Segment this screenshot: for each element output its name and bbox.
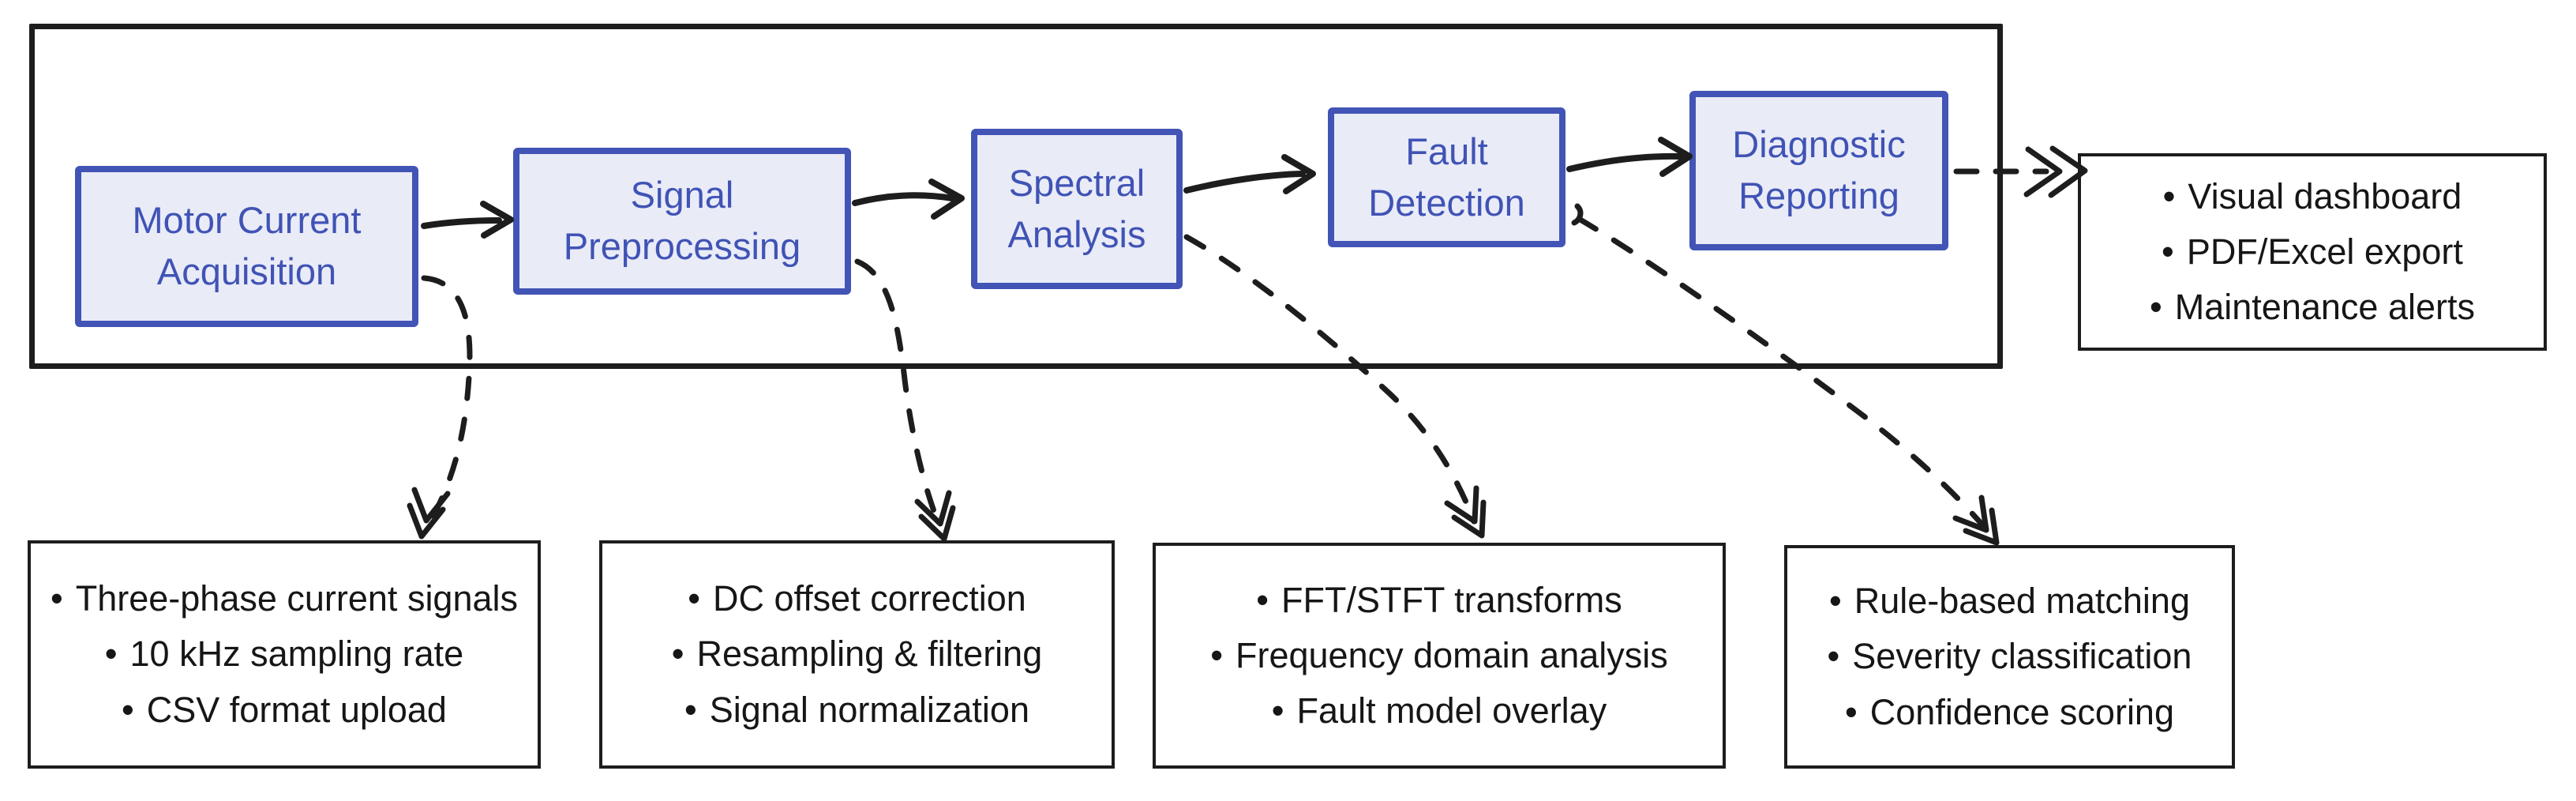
node-label-line: Reporting	[1738, 175, 1899, 216]
arrowhead-icon	[918, 505, 956, 542]
bullet-icon: •	[684, 689, 697, 730]
list-item-text: Resampling & filtering	[696, 634, 1043, 675]
bullet-icon: •	[671, 634, 684, 675]
node-label-line: Detection	[1368, 181, 1525, 224]
bullet-list: • Three-phase current signals • 10 kHz sam…	[51, 571, 518, 738]
list-item-text: Frequency domain analysis	[1235, 634, 1668, 675]
list-item: • Signal normalization	[672, 683, 1042, 738]
bullet-icon: •	[688, 578, 700, 619]
node-label-line: Diagnostic	[1732, 123, 1906, 166]
bullet-icon: •	[2162, 231, 2174, 272]
bullet-icon: •	[2150, 287, 2162, 328]
list-item-text: Maintenance alerts	[2174, 287, 2475, 328]
panel-preprocessing-details: • DC offset correction • Resampling & filt…	[599, 540, 1115, 769]
arrowhead-icon	[407, 502, 446, 540]
arrowhead-icon	[2023, 146, 2063, 197]
node-label-line: Spectral	[1008, 161, 1146, 204]
panel-acquisition-details: • Three-phase current signals • 10 kHz sam…	[28, 540, 541, 769]
bullet-icon: •	[104, 634, 118, 675]
list-item-text: FFT/STFT transforms	[1281, 579, 1622, 620]
list-item-text: Signal normalization	[709, 689, 1029, 730]
arrowhead-icon	[1444, 485, 1479, 525]
bullet-icon: •	[1827, 636, 1840, 677]
bullet-icon: •	[1256, 579, 1269, 620]
list-item-text: CSV format upload	[146, 689, 447, 730]
list-item-text: Rule-based matching	[1854, 581, 2190, 622]
list-item-text: PDF/Excel export	[2186, 231, 2463, 272]
list-item: • Three-phase current signals	[51, 571, 518, 626]
bullet-list: •Visual dashboard •PDF/Excel export •Mai…	[2150, 169, 2475, 336]
panel-fault-detection-details: •Rule-based matching •Severity classific…	[1784, 545, 2235, 769]
node-fault-detection: Fault Detection	[1328, 107, 1565, 247]
list-item: • Visual dashboard	[2150, 169, 2475, 224]
node-diagnostic-reporting: Diagnostic Reporting	[1689, 91, 1948, 250]
node-spectral-analysis: Spectral Analysis	[971, 129, 1183, 289]
list-item: • CSV format upload	[51, 683, 518, 738]
bullet-list: • DC offset correction • Resampling & filt…	[672, 571, 1042, 738]
list-item: • Frequency domain analysis	[1210, 628, 1668, 683]
list-item-text: Three-phase current signals	[75, 578, 519, 619]
bullet-list: •Rule-based matching •Severity classific…	[1828, 573, 2192, 740]
bullet-icon: •	[50, 578, 63, 619]
node-label-line: Motor Current	[132, 199, 362, 242]
bullet-icon: •	[2162, 175, 2176, 216]
node-motor-current-acquisition: Motor Current Acquisition	[75, 166, 418, 327]
list-item: • FFT/STFT transforms	[1210, 573, 1668, 628]
node-label-line: Acquisition	[156, 250, 337, 292]
list-item-text: 10 kHz sampling rate	[129, 634, 464, 675]
node-label-line: Fault	[1405, 130, 1488, 172]
arrowhead-icon	[1451, 499, 1487, 539]
list-item: • Maintenance alerts	[2150, 280, 2475, 335]
list-item: • Fault model overlay	[1210, 683, 1668, 739]
list-item-text: Fault model overlay	[1296, 690, 1607, 731]
list-item-text: Confidence scoring	[1869, 691, 2174, 732]
list-item: • Severity classification	[1828, 629, 2192, 684]
list-item: • Resampling & filtering	[672, 626, 1042, 682]
list-item: • Rule-based matching	[1828, 573, 2192, 629]
list-item: • 10 kHz sampling rate	[51, 626, 518, 682]
arrowhead-icon	[411, 487, 451, 524]
node-signal-preprocessing: Signal Preprocessing	[513, 148, 851, 295]
node-label-line: Preprocessing	[563, 225, 801, 267]
bullet-icon: •	[1828, 581, 1842, 622]
bullet-icon: •	[1845, 691, 1858, 732]
panel-reporting-outputs: •Visual dashboard •PDF/Excel export •Mai…	[2078, 153, 2547, 351]
bullet-icon: •	[122, 689, 134, 730]
node-label-line: Signal	[630, 174, 734, 216]
list-item: • PDF/Excel export	[2150, 224, 2475, 280]
bullet-icon: •	[1210, 634, 1223, 675]
node-label-line: Analysis	[1007, 212, 1146, 255]
bullet-list: • FFT/STFT transforms • Frequency domain a…	[1210, 573, 1668, 739]
list-item-text: Visual dashboard	[2188, 175, 2462, 216]
list-item-text: Severity classification	[1852, 636, 2192, 677]
panel-spectral-details: • FFT/STFT transforms • Frequency domain a…	[1153, 543, 1726, 769]
list-item: • DC offset correction	[672, 571, 1042, 626]
bullet-icon: •	[1271, 690, 1284, 731]
arrowhead-icon	[1963, 507, 2000, 546]
arrowhead-icon	[1952, 495, 1989, 533]
list-item-text: DC offset correction	[712, 578, 1026, 619]
arrowhead-icon	[914, 490, 952, 527]
list-item: • Confidence scoring	[1828, 685, 2192, 740]
